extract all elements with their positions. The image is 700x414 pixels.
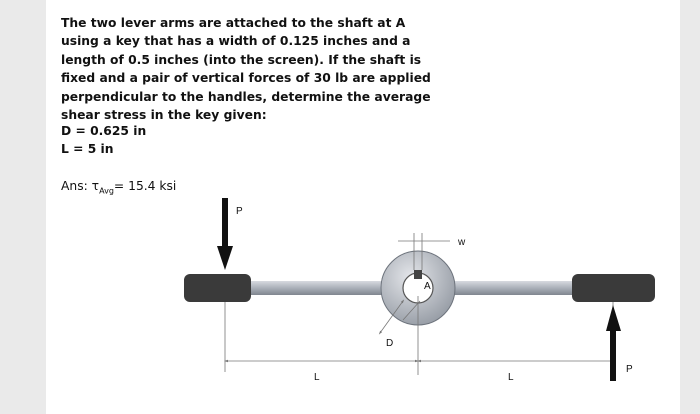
given-diameter: D = 0.625 in (61, 124, 147, 138)
force-arrow-top-shaft (222, 198, 228, 251)
key (414, 270, 422, 279)
d-dimension-line (378, 299, 405, 335)
answer-prefix: Ans: τ (61, 179, 100, 193)
force-top-label: P (236, 206, 243, 217)
force-arrow-bottom-head (606, 305, 621, 331)
answer-subscript: Avg (99, 186, 114, 196)
right-length-label: L (508, 372, 514, 383)
right-handle (572, 274, 655, 302)
answer-value: = 15.4 ksi (113, 179, 177, 193)
problem-card: The two lever arms are attached to the s… (46, 0, 680, 414)
d-label: D (386, 338, 393, 349)
d-extension-line (402, 300, 421, 321)
force-arrow-top-head (217, 246, 233, 270)
problem-statement: The two lever arms are attached to the s… (61, 16, 431, 123)
left-length-label: L (314, 372, 320, 383)
given-values: D = 0.625 in L = 5 in (61, 122, 146, 159)
a-label: A (424, 281, 431, 292)
force-arrow-bottom-shaft (610, 329, 616, 381)
left-handle (184, 274, 251, 302)
w-label: w (457, 237, 466, 248)
given-length: L = 5 in (61, 142, 114, 157)
force-bottom-label: P (626, 364, 633, 375)
answer-line: Ans: τAvg= 15.4 ksi (61, 179, 176, 195)
